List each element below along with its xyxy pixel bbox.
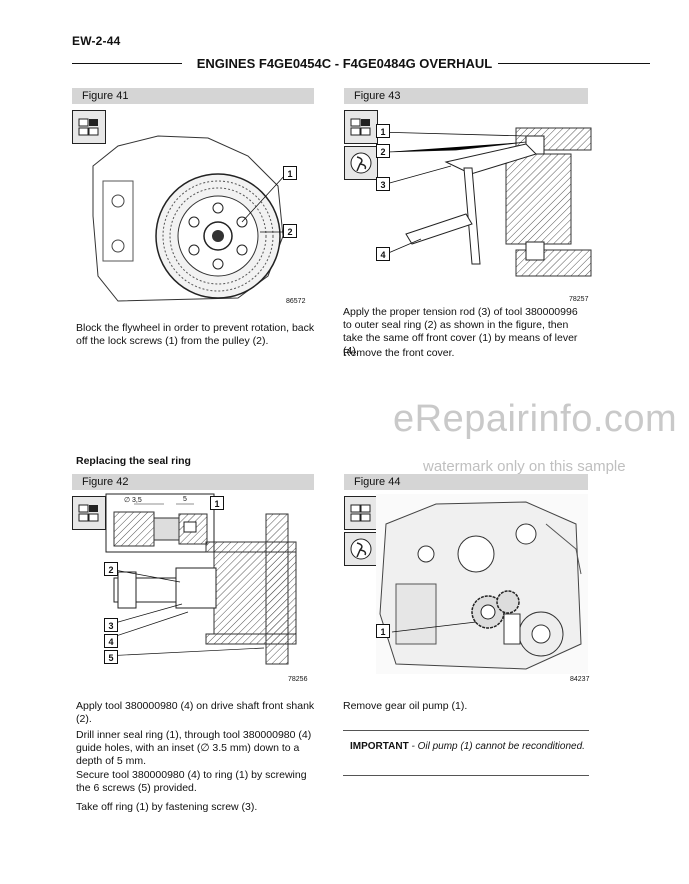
figure-44-label: Figure 44	[344, 474, 588, 490]
dimension-depth: 5	[183, 496, 187, 503]
figure-43-caption: Apply the proper tension rod (3) of tool…	[343, 306, 578, 357]
callout-3: 3	[104, 618, 118, 632]
tool-icon	[344, 146, 378, 180]
disassembly-icon	[72, 496, 106, 530]
figure-42-code: 78256	[288, 676, 308, 683]
callout-1: 1	[283, 166, 297, 180]
callout-2: 2	[104, 562, 118, 576]
header-rule-left	[72, 63, 182, 64]
callout-4: 4	[376, 247, 390, 261]
callout-3: 3	[376, 177, 390, 191]
callout-4: 4	[104, 634, 118, 648]
figure-42-step-1: Apply tool 380000980 (4) on drive shaft …	[76, 700, 315, 725]
page-title: ENGINES F4GE0454C - F4GE0484G OVERHAUL	[0, 56, 689, 71]
figure-41-flywheel-drawing	[92, 135, 287, 302]
figure-43-code: 78257	[569, 296, 589, 303]
callout-1: 1	[376, 124, 390, 138]
figure-42-step-4: Take off ring (1) by fastening screw (3)…	[76, 801, 258, 813]
figure-44-caption: Remove gear oil pump (1).	[343, 700, 468, 712]
figure-41-caption: Block the flywheel in order to prevent r…	[76, 322, 315, 347]
disassembly-icon	[344, 110, 378, 144]
header-rule-right	[478, 63, 650, 64]
figure-44-engine-drawing	[376, 494, 588, 674]
watermark-main: eRepairinfo.com	[393, 398, 678, 440]
figure-42-step-3: Secure tool 380000980 (4) to ring (1) by…	[76, 769, 307, 794]
disassembly-icon	[72, 110, 106, 144]
important-rule-bottom	[343, 775, 589, 776]
figure-41-label: Figure 41	[72, 88, 314, 104]
figure-43-cover-drawing	[376, 127, 592, 277]
figure-42-label: Figure 42	[72, 474, 314, 490]
figure-43-label: Figure 43	[344, 88, 588, 104]
watermark-sub: watermark only on this sample	[423, 458, 626, 475]
tool-icon	[344, 532, 378, 566]
callout-5: 5	[104, 650, 118, 664]
figure-42-tool-drawing	[104, 493, 297, 665]
callout-2: 2	[283, 224, 297, 238]
dimension-diameter: ∅ 3,5	[124, 497, 142, 504]
important-rule-top	[343, 730, 589, 731]
important-label: IMPORTANT	[350, 741, 409, 752]
page-number: EW-2-44	[72, 34, 121, 48]
callout-1: 1	[376, 624, 390, 638]
important-text: - Oil pump (1) cannot be reconditioned.	[408, 741, 585, 752]
assembly-icon	[344, 496, 378, 530]
subheading: Replacing the seal ring	[76, 455, 191, 467]
figure-44-code: 84237	[570, 676, 590, 683]
callout-1: 1	[210, 496, 224, 510]
figure-41-code: 86572	[286, 298, 306, 305]
callout-2: 2	[376, 144, 390, 158]
important-note: IMPORTANT - Oil pump (1) cannot be recon…	[350, 740, 586, 753]
figure-42-step-2: Drill inner seal ring (1), through tool …	[76, 729, 312, 767]
figure-43-caption-2: Remove the front cover.	[343, 347, 455, 359]
